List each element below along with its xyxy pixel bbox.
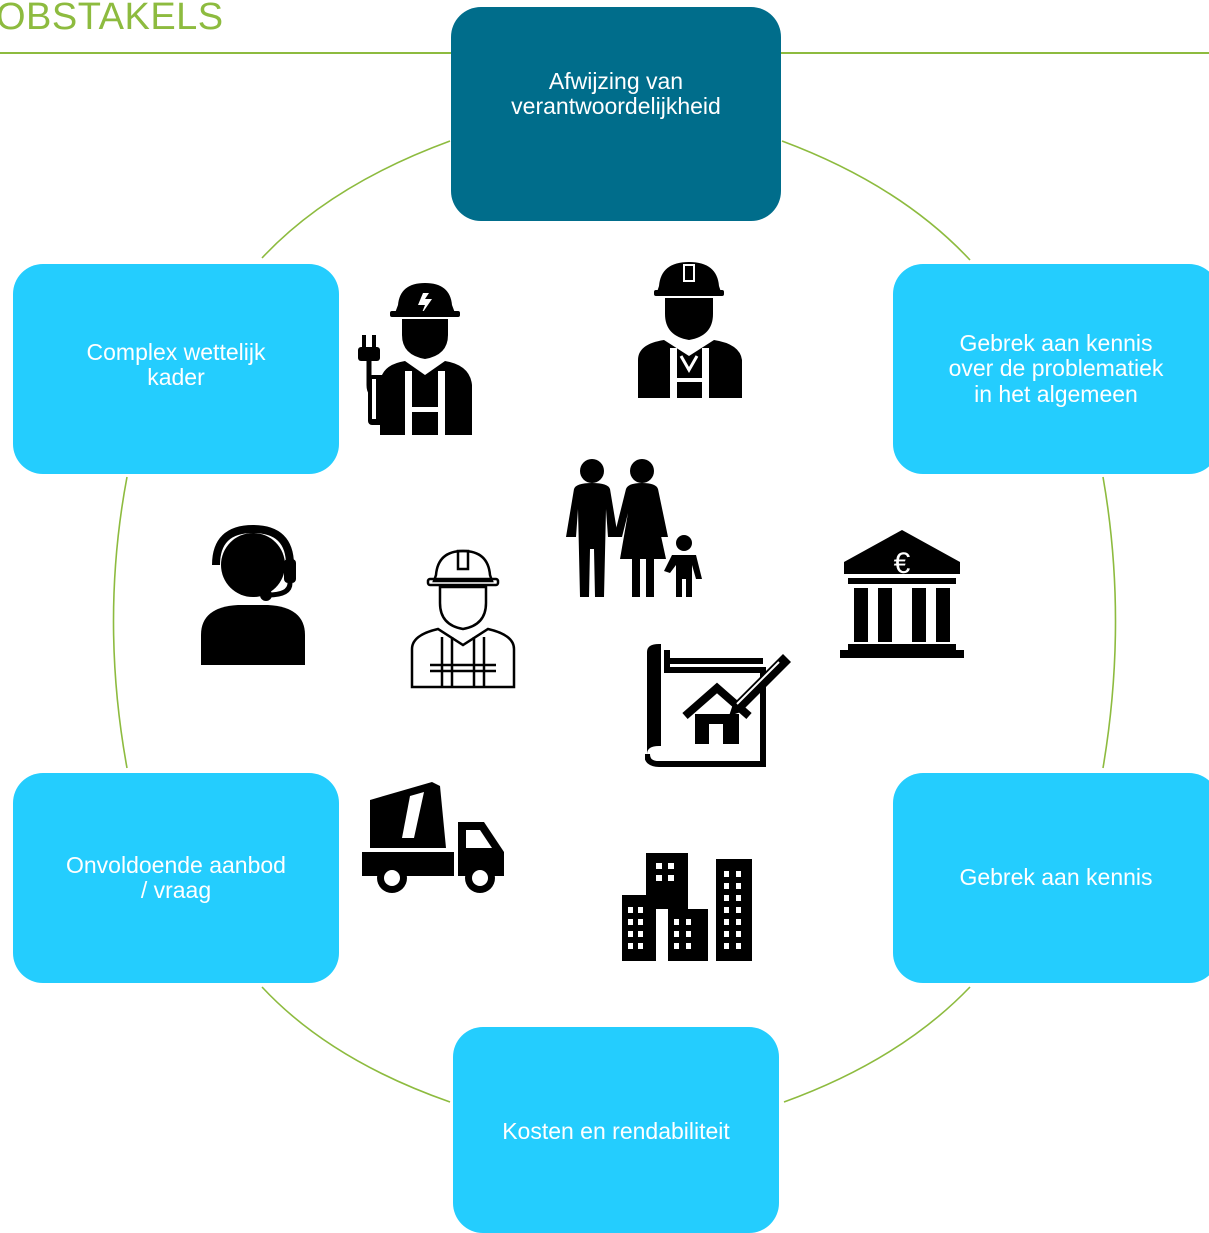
node-label: Gebrek aan kennis (959, 864, 1153, 891)
worker-outline-icon (410, 549, 516, 689)
family-icon (566, 459, 702, 597)
page-title: OBSTAKELS (0, 0, 224, 38)
euro-symbol: € (894, 547, 911, 580)
connector-arc-1 (781, 140, 971, 261)
node-kosten: Kosten en rendabiliteit (453, 1027, 779, 1233)
construction-worker-icon (638, 262, 742, 398)
city-buildings-icon (622, 853, 752, 961)
connector-arc-6 (261, 140, 451, 259)
node-label: Gebrek aan kennis over de problematiek i… (948, 330, 1164, 407)
connector-arc-5 (112, 476, 128, 769)
connector-arc-4 (261, 986, 451, 1103)
node-label: Complex wettelijk kader (86, 338, 266, 390)
bank-euro-icon: € (840, 530, 964, 658)
node-label: Kosten en rendabiliteit (502, 1118, 730, 1145)
cement-truck-icon (362, 782, 504, 893)
node-kennis: Gebrek aan kennis (893, 773, 1209, 983)
node-afwijzing: Afwijzing van verantwoordelijkheid (451, 7, 781, 221)
connector-arc-2 (1102, 476, 1117, 769)
house-blueprint-icon (645, 644, 791, 767)
node-label: Afwijzing van verantwoordelijkheid (511, 67, 721, 119)
node-label: Onvoldoende aanbod / vraag (66, 851, 286, 903)
node-aanbod-vraag: Onvoldoende aanbod / vraag (13, 773, 339, 983)
electrician-icon (358, 283, 472, 435)
connector-arc-3 (783, 986, 971, 1103)
call-center-agent-icon (201, 525, 305, 665)
node-wettelijk-kader: Complex wettelijk kader (13, 264, 339, 474)
node-kennis-problematiek: Gebrek aan kennis over de problematiek i… (893, 264, 1209, 474)
